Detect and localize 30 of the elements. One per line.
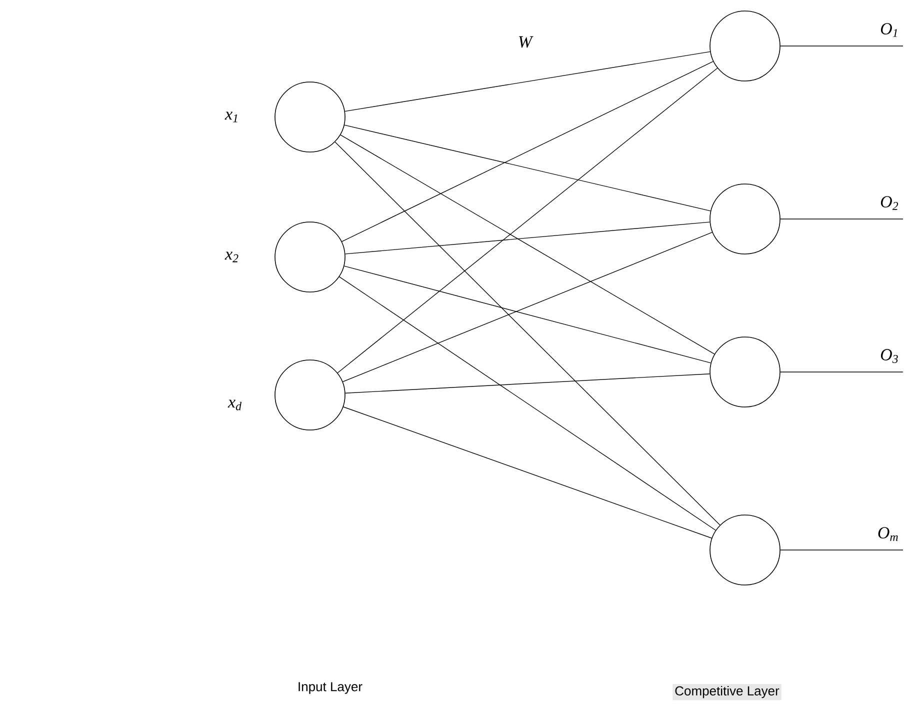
output-label: O$_{2}$: [879, 195, 900, 211]
output-label: O$_{m}$: [876, 526, 900, 542]
layer-label: Input Layer: [298, 682, 362, 694]
connection-line: [334, 142, 720, 526]
neuron-circle: [710, 514, 780, 586]
input-label: x$_{1}$: [224, 112, 238, 122]
connection-line: [342, 61, 714, 242]
connection-line: [337, 68, 718, 374]
connection-line: [345, 374, 710, 394]
neuron-circle: [274, 222, 346, 292]
neuron-circle: [274, 360, 346, 430]
input-label: x$_{d}$: [228, 400, 242, 410]
output-label: O$_{1}$: [879, 22, 900, 38]
connection-line: [344, 124, 711, 212]
connection-line: [344, 51, 710, 112]
neuron-circle: [274, 82, 346, 152]
connection-line: [344, 266, 712, 364]
output-label: O$_{3}$: [879, 348, 900, 364]
layer-label: Competitive Layer: [672, 684, 782, 700]
connection-line: [342, 232, 713, 382]
output-line: [780, 218, 904, 220]
connection-line: [340, 134, 715, 354]
connection-line: [344, 222, 710, 254]
neuron-circle: [710, 10, 780, 82]
neuron-circle: [710, 336, 780, 408]
connection-line: [339, 276, 716, 531]
connection-line: [343, 406, 712, 538]
neuron-circle: [710, 184, 780, 254]
input-label: x$_{2}$: [224, 252, 238, 262]
serif-label: W: [519, 36, 534, 48]
